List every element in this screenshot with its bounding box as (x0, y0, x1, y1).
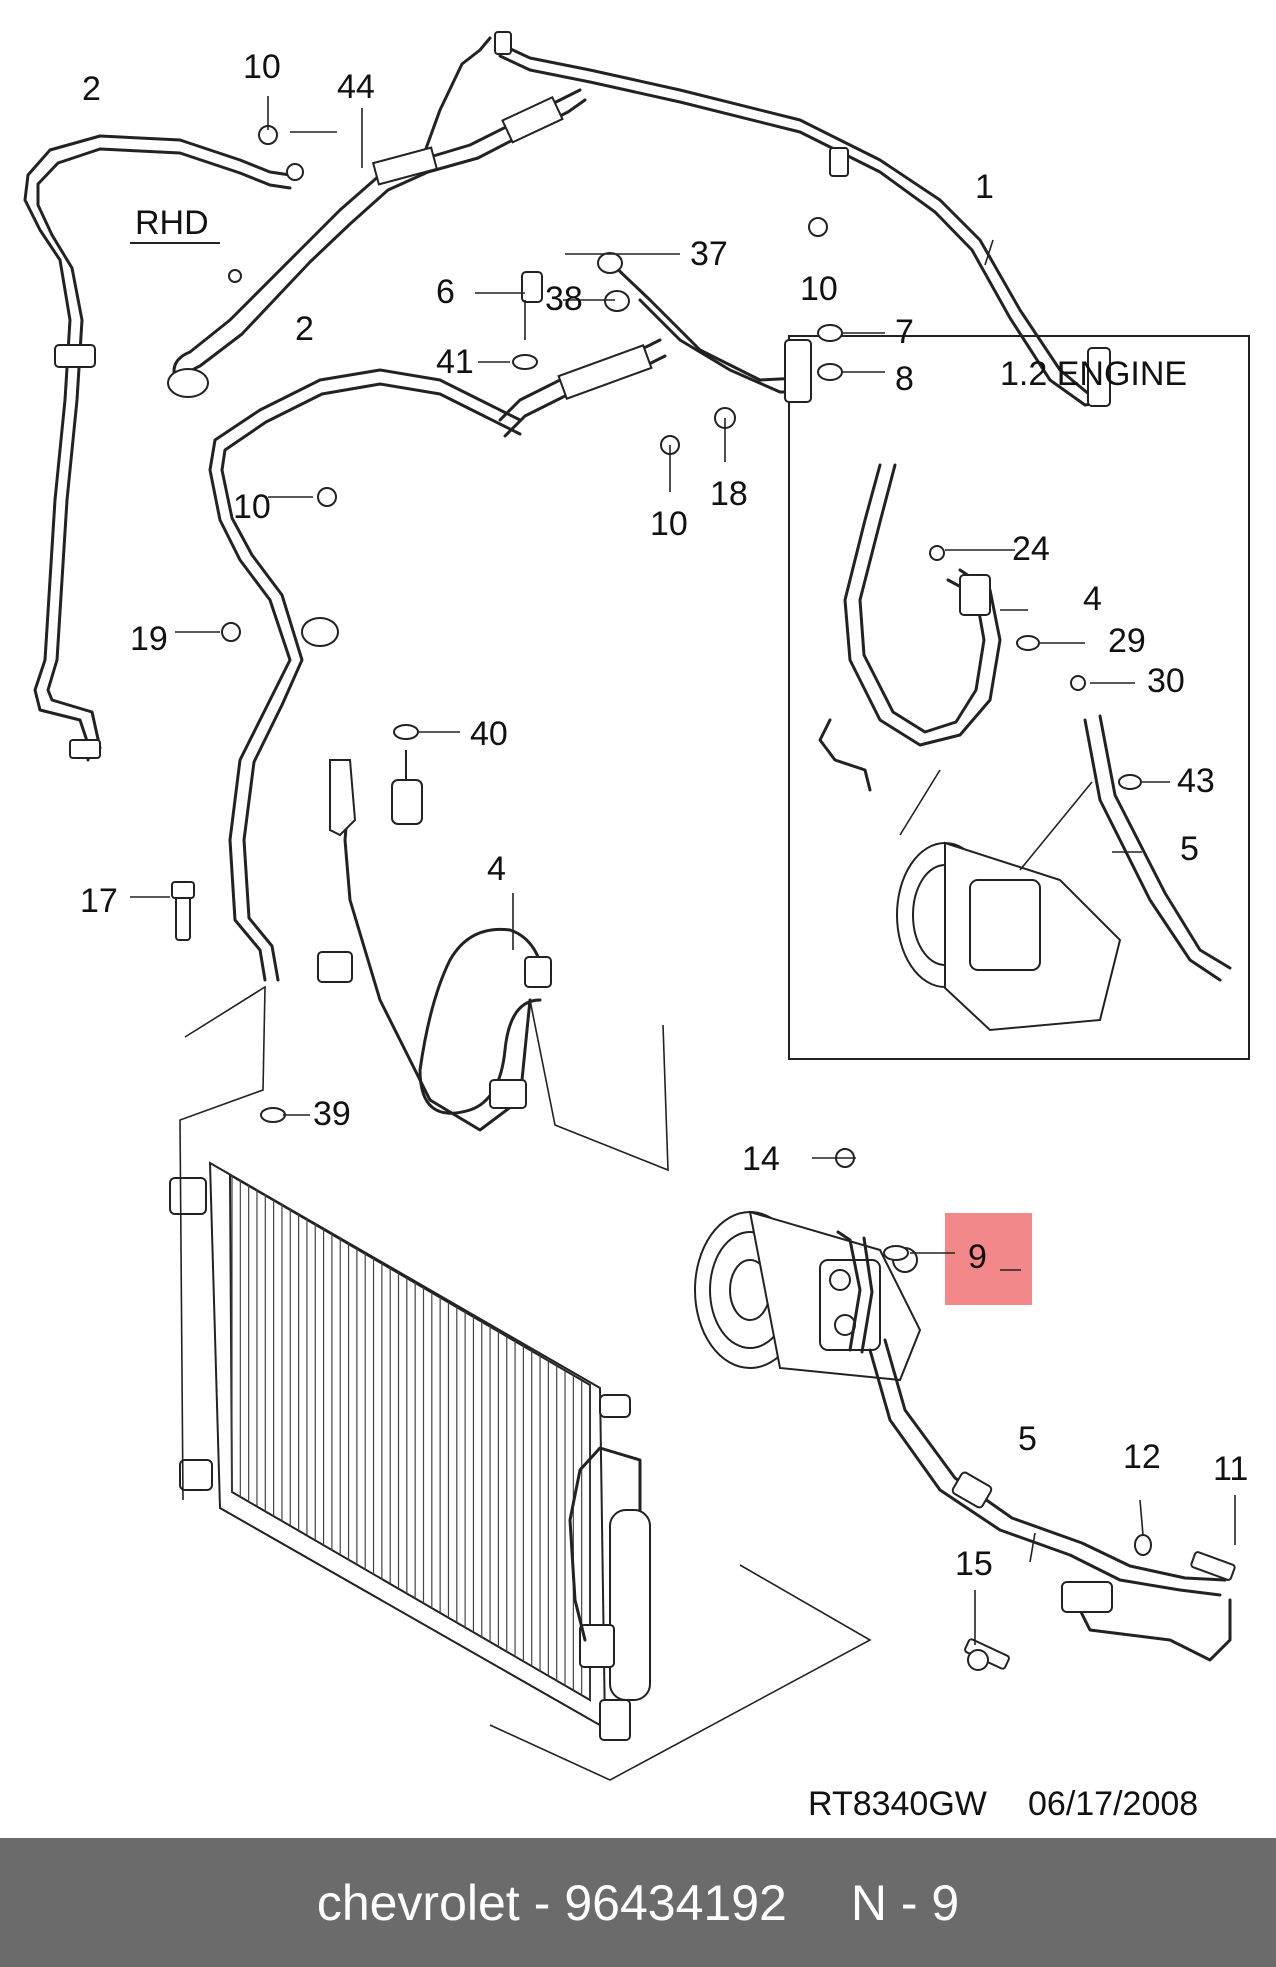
inset-compressor (818, 463, 1232, 1032)
callout-8: 8 (895, 360, 914, 398)
engine-inset-frame (788, 335, 1250, 1060)
callout-2: 2 (295, 310, 314, 348)
bolt-17 (171, 881, 195, 941)
callout-2: 2 (82, 70, 101, 108)
hose-4-center (317, 778, 552, 1132)
callout-9: 9 (968, 1238, 987, 1276)
callout-5: 5 (1018, 1420, 1037, 1458)
callout-11: 11 (1213, 1450, 1248, 1488)
bolt-11 (1190, 1551, 1236, 1581)
position-label: N - 9 (850, 1874, 960, 1931)
bolt-15 (964, 1638, 1010, 1671)
bracket-fitting (329, 750, 423, 837)
condenser (169, 1161, 651, 1741)
callout-38: 38 (545, 280, 583, 318)
highlight-box (945, 1213, 1032, 1305)
callout-41: 41 (436, 343, 474, 381)
callout-12: 12 (1123, 1438, 1161, 1476)
callout-24: 24 (1012, 530, 1050, 568)
callout-10: 10 (650, 505, 688, 543)
hose-5-main (868, 1338, 1232, 1662)
ac-refrigerant-diagram: RHD 1.2 ENGINE 1 2 2 4 4 5 5 6 7 8 9 10 … (23, 31, 1250, 1823)
callout-15: 15 (955, 1545, 993, 1583)
callout-4: 4 (487, 850, 506, 888)
pipe-2-rhd (23, 134, 304, 762)
upper-suction-hose (167, 88, 587, 398)
callout-10: 10 (243, 48, 281, 86)
compressor-main (694, 1210, 922, 1382)
callout-37: 37 (690, 235, 728, 273)
callout-40: 40 (470, 715, 508, 753)
callout-14: 14 (742, 1140, 780, 1178)
drawing-date: 06/17/2008 (1028, 1785, 1198, 1823)
brand-separator: - (533, 1874, 551, 1931)
callout-4: 4 (1083, 580, 1102, 618)
callout-39: 39 (313, 1095, 351, 1133)
rhd-label: RHD (135, 204, 209, 242)
part-info-footer: chevrolet - 96434192 N - 9 (0, 1838, 1276, 1967)
callout-10: 10 (800, 270, 838, 308)
small-parts (221, 125, 1152, 1556)
callout-1: 1 (975, 168, 994, 206)
callout-5: 5 (1180, 830, 1199, 868)
callout-18: 18 (710, 475, 748, 513)
drawing-reference: RT8340GW (808, 1785, 987, 1823)
pipe-1 (418, 31, 1111, 407)
callout-44: 44 (337, 68, 375, 106)
callout-6: 6 (436, 273, 455, 311)
brand-name: chevrolet (316, 1874, 520, 1931)
callout-30: 30 (1147, 662, 1185, 700)
engine-inset-title: 1.2 ENGINE (1000, 355, 1187, 393)
callout-29: 29 (1108, 622, 1146, 660)
callout-43: 43 (1177, 762, 1215, 800)
pipe-to-fittings (597, 252, 812, 403)
callout-10: 10 (233, 488, 271, 526)
part-number: 96434192 (564, 1874, 787, 1931)
pipe-2-center (208, 338, 667, 982)
callout-19: 19 (130, 620, 168, 658)
callout-17: 17 (80, 882, 118, 920)
callout-7: 7 (895, 313, 914, 351)
leader-lines (130, 96, 1236, 1645)
